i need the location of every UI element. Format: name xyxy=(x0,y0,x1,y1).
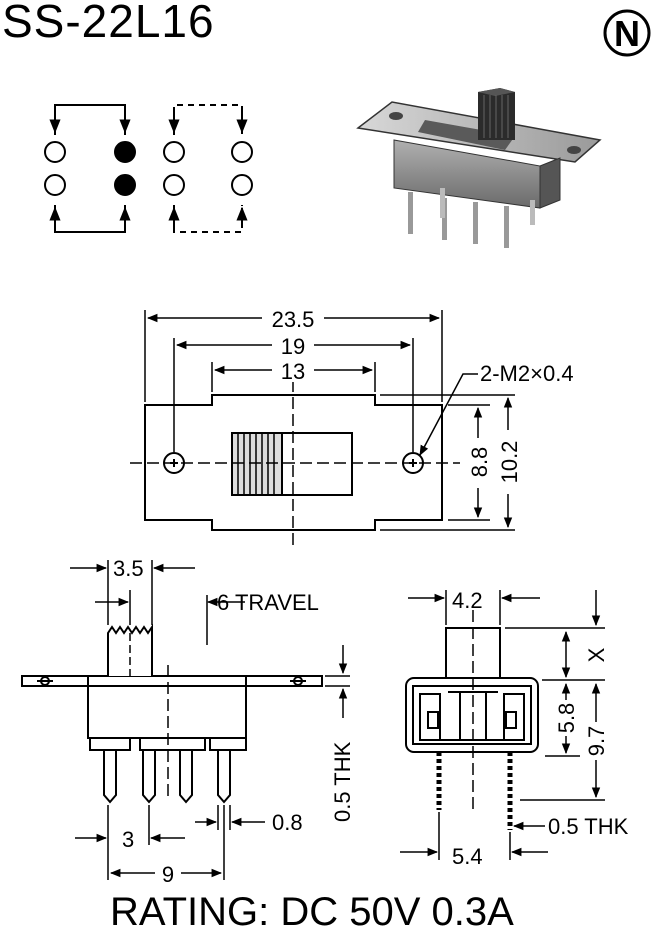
circuit-schematic xyxy=(44,104,253,233)
dim-pin-spacing: 5.4 xyxy=(452,844,483,869)
rating-label: RATING: DC 50V 0.3A xyxy=(110,890,514,934)
dim-pin-pitch: 3 xyxy=(122,827,134,852)
dim-inner-height: 8.8 xyxy=(467,447,492,478)
side-view xyxy=(21,560,350,880)
dim-total-height: 9.7 xyxy=(584,726,609,757)
dim-slot-length: 13 xyxy=(281,359,305,384)
screw-callout: 2-M2×0.4 xyxy=(480,361,574,386)
dim-end-actuator: 4.2 xyxy=(452,588,483,613)
switch-product-illustration xyxy=(356,88,602,248)
end-thickness-label: 0.5 THK xyxy=(548,814,629,839)
dim-pin-width: 0.8 xyxy=(272,810,303,835)
dim-outer-height: 10.2 xyxy=(497,441,522,484)
dim-pin-span: 9 xyxy=(162,862,174,887)
dim-x: X xyxy=(584,647,609,662)
travel-label: 6 TRAVEL xyxy=(217,590,319,615)
side-thickness-label: 0.5 THK xyxy=(330,741,355,822)
dim-hole-spacing: 19 xyxy=(281,334,305,359)
dim-actuator-width: 3.5 xyxy=(113,556,144,581)
model-title: SS-22L16 xyxy=(2,0,215,47)
top-view-labels: 23.5 19 13 2-M2×0.4 8.8 10.2 xyxy=(262,306,574,494)
side-view-labels: 3.5 6 TRAVEL 0.5 THK 0.8 3 9 xyxy=(113,556,355,887)
end-view-labels: 4.2 X 5.8 9.7 0.5 THK 5.4 xyxy=(452,588,629,869)
end-view xyxy=(400,590,605,860)
dim-body-height: 5.8 xyxy=(554,703,579,734)
dim-overall-length: 23.5 xyxy=(272,307,315,332)
top-view xyxy=(130,310,515,545)
logo-letter: N xyxy=(614,13,640,54)
manufacturer-logo: N xyxy=(603,9,651,57)
